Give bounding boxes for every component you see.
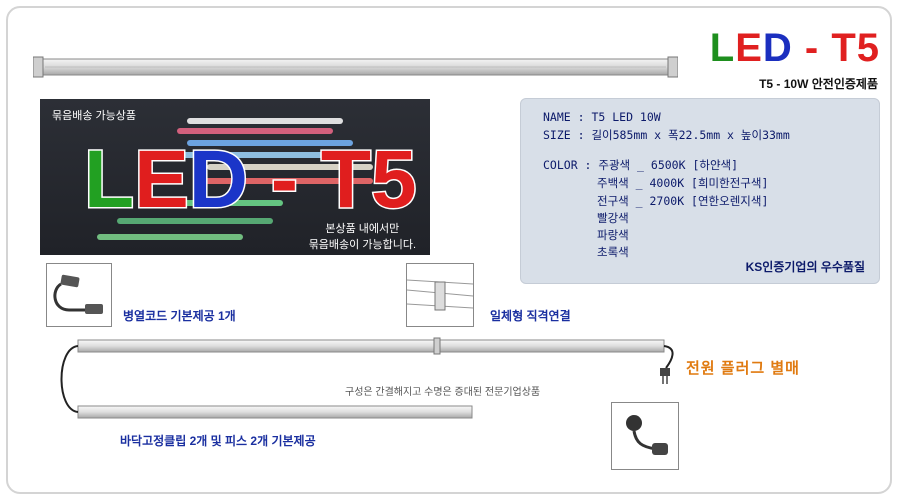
spec-color-3: 전구색 _ 2700K [연한오렌지색] xyxy=(597,194,769,208)
spec-name: NAME : T5 LED 10W xyxy=(543,110,661,124)
spec-box: NAME : T5 LED 10W SIZE : 길이585mm x 폭22.5… xyxy=(520,98,880,284)
spec-color-4: 빨강색 xyxy=(597,211,629,225)
joint-label: 일체형 직격연결 xyxy=(490,309,571,323)
clip-label: 바닥고정클립 2개 및 피스 2개 기본제공 xyxy=(120,434,316,448)
spec-footer: KS인증기업의 우수품질 xyxy=(745,260,865,274)
product-title: LED - T5 xyxy=(710,26,880,71)
big-letter-d: D xyxy=(187,133,249,226)
title-rest: - T5 xyxy=(792,26,880,70)
joint-thumbnail xyxy=(406,263,474,327)
plug-label: 전원 플러그 별매 xyxy=(686,360,800,377)
big-letter-l: L xyxy=(82,133,135,226)
title-letter-e: E xyxy=(735,26,763,70)
spec-color-5: 파랑색 xyxy=(597,228,629,242)
big-title-rest: - T5 xyxy=(248,133,418,226)
spec-color-6: 초록색 xyxy=(597,245,629,259)
spec-size: SIZE : 길이585mm x 폭22.5mm x 높이33mm xyxy=(543,128,790,142)
bundle-note-line-2: 묶음배송이 가능합니다. xyxy=(308,239,416,251)
plug-thumbnail xyxy=(611,402,679,470)
product-photo: 묶음배송 가능상품 LED - T5 본상품 내에서만 묶음배송이 가능합니다. xyxy=(40,99,430,255)
title-letter-d: D xyxy=(762,26,793,70)
big-letter-e: E xyxy=(133,133,191,226)
description-note: 구성은 간결해지고 수명은 증대된 전문기업상품 xyxy=(345,387,541,398)
product-subtitle: T5 - 10W 안전인증제품 xyxy=(759,77,878,91)
cord-thumbnail xyxy=(46,263,112,327)
assembly-diagram xyxy=(54,332,694,430)
spec-color-2: 주백색 _ 4000K [희미한전구색] xyxy=(597,176,769,190)
bundle-note: 본상품 내에서만 묶음배송이 가능합니다. xyxy=(309,221,416,253)
bundle-note-line-1: 본상품 내에서만 xyxy=(325,223,400,235)
spec-color-1: COLOR : 주광색 _ 6500K [하얀색] xyxy=(543,158,739,172)
bundle-caption: 묶음배송 가능상품 xyxy=(52,110,137,122)
fixture-image xyxy=(33,55,678,79)
photo-big-title: LED - T5 xyxy=(82,133,418,226)
title-letter-l: L xyxy=(709,26,736,70)
cord-label: 병열코드 기본제공 1개 xyxy=(123,309,236,323)
